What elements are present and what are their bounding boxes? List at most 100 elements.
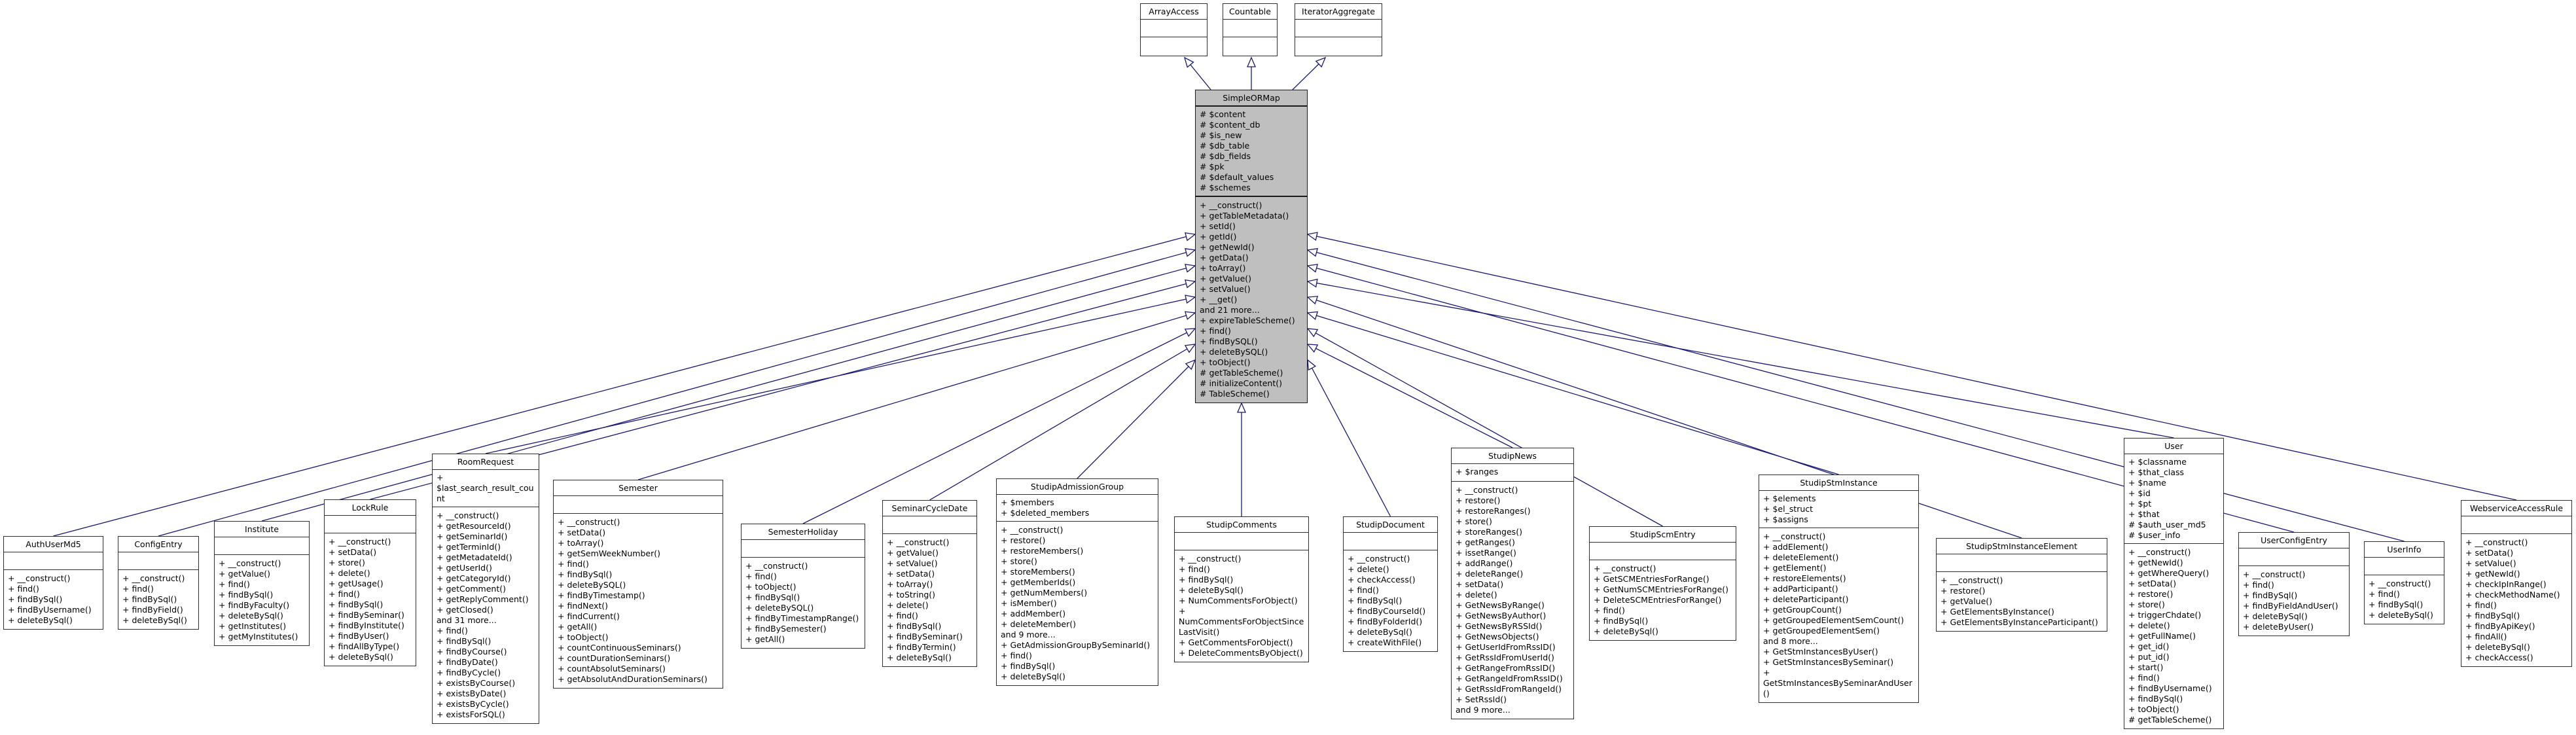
method: + GetUserIdFromRssID(): [1456, 642, 1556, 652]
method: + findBySql(): [329, 600, 384, 609]
method: + find(): [2465, 600, 2497, 610]
methods-compartment: + __construct()+ addElement()+ deleteEle…: [1759, 528, 1918, 702]
method: + getMemberIds(): [1001, 577, 1076, 587]
class-name: ArrayAccess: [1141, 4, 1207, 20]
class-box-studipscmentry[interactable]: StudipScmEntry+ __construct()+ GetSCMEnt…: [1589, 526, 1736, 641]
interface-box-iteratoraggregate[interactable]: IteratorAggregate: [1295, 3, 1382, 56]
method: + GetCommentsForObject(): [1179, 637, 1293, 647]
method: and 9 more...: [1001, 630, 1056, 639]
method: + deleteBySql(): [219, 611, 283, 620]
method: + countContinuousSeminars(): [558, 643, 681, 653]
method: + delete(): [887, 600, 929, 610]
method: + getNewId(): [1200, 242, 1255, 252]
methods-compartment: + __construct()+ find()+ findBySql()+ fi…: [2239, 566, 2349, 636]
method: # getTableScheme(): [2128, 715, 2212, 725]
method: + GetNewsObjects(): [1456, 632, 1539, 641]
class-name: StudipComments: [1175, 517, 1308, 533]
method: + delete(): [1456, 590, 1497, 600]
class-name: SeminarCycleDate: [883, 501, 976, 516]
method: + findBySql(): [887, 621, 942, 631]
method: + toArray(): [558, 538, 604, 548]
attributes-compartment: [742, 540, 865, 558]
class-box-roomrequest[interactable]: RoomRequest+ $last_search_result_count+ …: [432, 454, 539, 724]
class-box-webserviceaccessrule[interactable]: WebserviceAccessRule+ __construct()+ set…: [2461, 500, 2572, 667]
inheritance-edge: [1307, 359, 1391, 517]
attributes-compartment: [215, 537, 309, 555]
class-box-semester[interactable]: Semester+ __construct()+ setData()+ toAr…: [553, 480, 723, 689]
method: + findByTimestampRange(): [745, 613, 859, 623]
class-box-authusermd5[interactable]: AuthUserMd5+ __construct()+ find()+ find…: [3, 536, 103, 630]
class-box-studipnews[interactable]: StudipNews+ $ranges+ __construct()+ rest…: [1451, 448, 1574, 719]
class-box-userinfo[interactable]: UserInfo+ __construct()+ find()+ findByS…: [2364, 541, 2444, 624]
method: + __construct(): [1200, 200, 1262, 210]
method: + getValue(): [219, 569, 271, 579]
method: + deleteBySQL(): [745, 603, 814, 613]
method: + __construct(): [1941, 575, 2003, 585]
methods-compartment: + __construct()+ find()+ findBySql()+ de…: [1175, 550, 1308, 662]
class-box-user[interactable]: User+ $classname+ $that_class+ $name+ $i…: [2124, 438, 2224, 729]
method: + setId(): [1200, 221, 1236, 231]
methods-compartment: [1141, 37, 1207, 56]
method: + findBySql(): [1179, 575, 1234, 584]
method: + findBySql(): [1348, 596, 1403, 605]
method: + find(): [558, 559, 589, 569]
class-name: StudipStmInstance: [1759, 475, 1918, 491]
attribute: # $pk: [1200, 162, 1225, 171]
method: + getTableMetadata(): [1200, 211, 1289, 221]
method: + deleteBySql(): [122, 615, 187, 625]
class-box-studipdocument[interactable]: StudipDocument+ __construct()+ delete()+…: [1343, 516, 1438, 652]
method: + checkAccess(): [1348, 575, 1416, 584]
class-box-userconfigentry[interactable]: UserConfigEntry+ __construct()+ find()+ …: [2238, 532, 2350, 636]
attributes-compartment: [2461, 516, 2571, 534]
method: + getRanges(): [1456, 537, 1515, 547]
method: + findByFieldAndUser(): [2243, 601, 2338, 611]
class-box-simpleormap[interactable]: SimpleORMap# $content# $content_db# $is_…: [1195, 90, 1308, 403]
method: + getValue(): [887, 548, 939, 558]
class-box-semesterholiday[interactable]: SemesterHoliday+ __construct()+ find()+ …: [741, 524, 865, 649]
interface-box-arrayaccess[interactable]: ArrayAccess: [1140, 3, 1208, 56]
method: + GetNewsByAuthor(): [1456, 611, 1547, 620]
method: + toObject(): [745, 582, 796, 592]
method: + store(): [1456, 516, 1492, 526]
method: + getNewId(): [2128, 558, 2183, 567]
class-box-seminarcycledate[interactable]: SeminarCycleDate+ __construct()+ getValu…: [882, 500, 977, 667]
method: + findBySql(): [2243, 590, 2298, 600]
inheritance-edge: [1306, 328, 1663, 527]
class-box-lockrule[interactable]: LockRule+ __construct()+ setData()+ stor…: [324, 499, 416, 666]
method: + findByUsername(): [2128, 683, 2212, 693]
method: + deleteMember(): [1001, 619, 1076, 629]
interface-box-countable[interactable]: Countable: [1223, 3, 1278, 56]
attribute: + $el_struct: [1763, 504, 1814, 514]
method: + getClosed(): [437, 605, 493, 615]
method: + __construct(): [2243, 569, 2306, 579]
method: + toObject(): [1200, 357, 1251, 367]
method: + GetAdmissionGroupBySeminarId(): [1001, 640, 1151, 650]
method: + findBySql(): [745, 592, 800, 602]
method: + getValue(): [1941, 596, 1993, 606]
class-box-studipcomments[interactable]: StudipComments + __construct()+ find()+ f…: [1174, 516, 1309, 662]
method: + checkAccess(): [2465, 653, 2533, 662]
method: + deleteByUser(): [2243, 622, 2314, 632]
class-box-studipadmissiongroup[interactable]: StudipAdmissionGroup+ $members+ $deleted…: [996, 478, 1158, 686]
inheritance-edge: [485, 295, 1196, 454]
attributes-compartment: [1223, 20, 1277, 37]
method: + __construct(): [2369, 579, 2431, 588]
class-box-studipstminstanceelement[interactable]: StudipStmInstanceElement+ __construct()+…: [1936, 538, 2107, 632]
method: + findByTermin(): [887, 642, 956, 652]
method: + getAll(): [745, 634, 785, 644]
class-name: RoomRequest: [433, 454, 539, 470]
method: + store(): [1001, 556, 1037, 566]
attributes-compartment: [118, 552, 198, 570]
class-box-configentry[interactable]: ConfigEntry+ __construct()+ find()+ find…: [118, 536, 199, 630]
attributes-compartment: + $ranges: [1452, 464, 1573, 482]
class-box-studipstminstance[interactable]: StudipStmInstance+ $elements+ $el_struct…: [1759, 475, 1919, 703]
method: + storeMembers(): [1001, 567, 1075, 577]
methods-compartment: + __construct()+ getTableMetadata()+ set…: [1196, 197, 1307, 403]
method: + __construct(): [745, 561, 808, 571]
class-box-institute[interactable]: Institute+ __construct()+ getValue()+ fi…: [214, 521, 310, 646]
method: + getId(): [1200, 232, 1237, 242]
method: + addParticipant(): [1763, 584, 1838, 594]
method: + setData(): [1456, 579, 1504, 589]
